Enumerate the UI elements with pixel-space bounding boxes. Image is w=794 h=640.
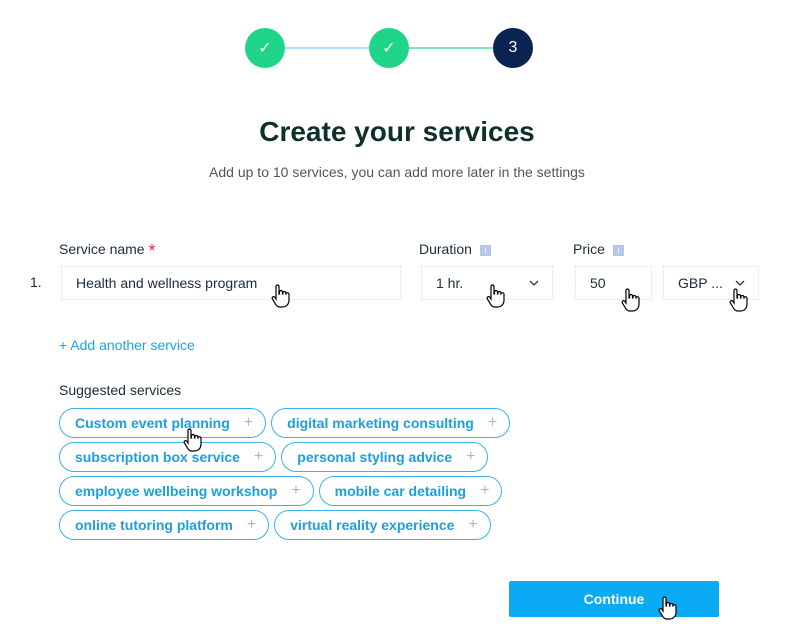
required-mark: * xyxy=(148,241,156,261)
duration-select[interactable]: 1 hr. xyxy=(421,266,553,300)
suggested-services-label: Suggested services xyxy=(59,382,182,398)
suggestion-chip[interactable]: online tutoring platform + xyxy=(59,510,270,540)
page-subtitle: Add up to 10 services, you can add more … xyxy=(209,164,585,180)
duration-label: Duration i xyxy=(419,241,491,257)
chip-label: online tutoring platform xyxy=(75,517,233,533)
plus-icon: + xyxy=(466,448,476,465)
progress-stepper: ✓ ✓ 3 xyxy=(245,28,533,68)
suggestion-chip[interactable]: digital marketing consulting + xyxy=(271,408,511,438)
step-2-check-icon: ✓ xyxy=(369,28,409,68)
chevron-down-icon xyxy=(528,277,540,289)
plus-icon: + xyxy=(253,448,264,465)
duration-label-text: Duration xyxy=(419,241,472,257)
plus-icon: + xyxy=(487,414,498,431)
suggestion-chip[interactable]: employee wellbeing workshop + xyxy=(59,476,314,506)
suggestion-chip[interactable]: virtual reality experience + xyxy=(274,510,491,540)
page-title: Create your services xyxy=(259,116,535,147)
plus-icon: + xyxy=(246,516,257,533)
continue-button[interactable]: Continue xyxy=(509,581,719,617)
price-input[interactable]: 50 xyxy=(575,266,652,300)
add-another-service-link[interactable]: + Add another service xyxy=(59,337,195,353)
chip-label: employee wellbeing workshop xyxy=(75,483,278,499)
price-label-text: Price xyxy=(573,241,605,257)
plus-icon: + xyxy=(291,482,301,499)
info-icon[interactable]: i xyxy=(479,244,491,256)
chip-label: subscription box service xyxy=(75,449,240,465)
chip-label: mobile car detailing xyxy=(334,483,467,499)
chip-label: virtual reality experience xyxy=(290,517,455,533)
plus-icon: + xyxy=(468,516,478,533)
service-name-input[interactable]: Health and wellness program xyxy=(61,266,401,300)
plus-icon: + xyxy=(243,414,254,431)
step-connector xyxy=(409,47,493,49)
plus-icon: + xyxy=(480,482,490,499)
service-name-label: Service name * xyxy=(59,241,156,262)
info-icon[interactable]: i xyxy=(612,244,624,256)
suggestion-chip[interactable]: personal styling advice + xyxy=(281,442,489,472)
step-3: 3 xyxy=(493,28,533,68)
chevron-down-icon xyxy=(734,277,746,289)
currency-select[interactable]: GBP ... xyxy=(663,266,759,300)
chip-label: Custom event planning xyxy=(75,415,230,431)
duration-value: 1 hr. xyxy=(436,275,464,291)
suggestion-chip[interactable]: Custom event planning + xyxy=(59,408,267,438)
chip-label: digital marketing consulting xyxy=(287,415,474,431)
step-1-check-icon: ✓ xyxy=(245,28,285,68)
suggestion-chip[interactable]: mobile car detailing + xyxy=(318,476,503,506)
row-number: 1. xyxy=(30,274,42,290)
suggestion-chip[interactable]: subscription box service + xyxy=(59,442,277,472)
suggestion-chips: Custom event planning+digital marketing … xyxy=(59,408,511,544)
service-name-label-text: Service name xyxy=(59,241,145,257)
chip-label: personal styling advice xyxy=(297,449,453,465)
step-connector xyxy=(285,47,369,49)
currency-value: GBP ... xyxy=(678,275,723,291)
